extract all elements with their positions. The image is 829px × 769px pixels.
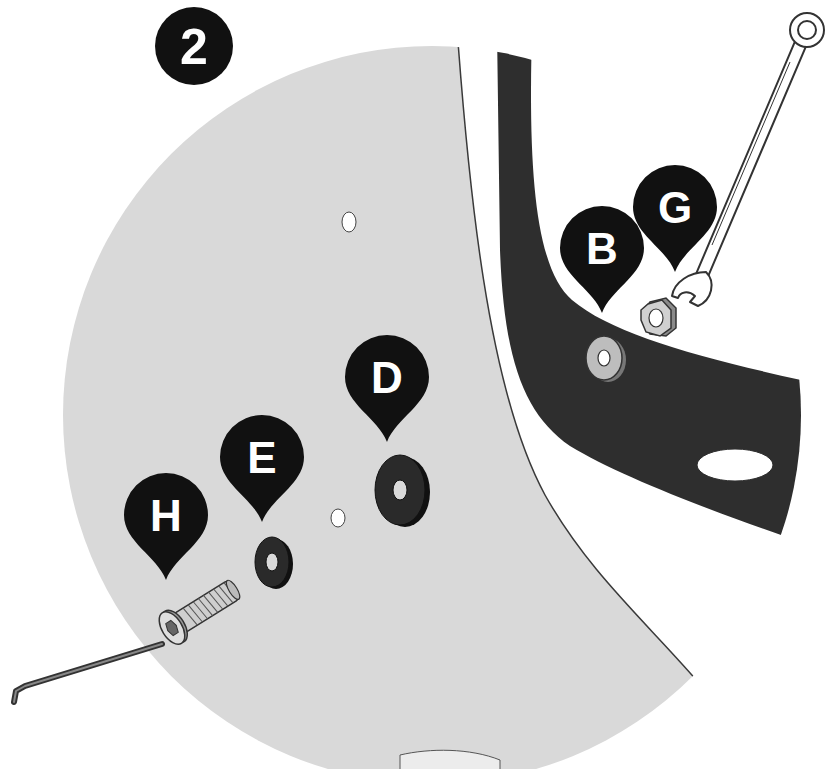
hole xyxy=(342,212,356,232)
callout-text: D xyxy=(371,356,403,400)
frame-slot xyxy=(697,449,773,481)
callout-letter: G xyxy=(630,162,720,272)
callout-letter: H xyxy=(121,470,211,580)
nut-g xyxy=(641,298,676,336)
step-number-text: 2 xyxy=(180,22,208,72)
hex-key xyxy=(14,644,162,702)
panel-edge xyxy=(400,750,500,769)
callout-text: E xyxy=(247,436,276,480)
washer-d xyxy=(375,455,430,527)
washer-b xyxy=(586,336,626,382)
callout-text: G xyxy=(658,186,692,230)
wrench xyxy=(672,13,824,306)
callout-text: H xyxy=(150,494,182,538)
callout-letter: B xyxy=(557,203,647,313)
step-number: 2 xyxy=(155,7,233,85)
callout-text: B xyxy=(586,227,618,271)
callout-letter: E xyxy=(217,412,307,522)
frame xyxy=(497,30,810,545)
bolt-h xyxy=(154,572,246,648)
washer-e xyxy=(255,537,293,589)
callout-letter: D xyxy=(342,332,432,442)
hole xyxy=(331,509,345,527)
